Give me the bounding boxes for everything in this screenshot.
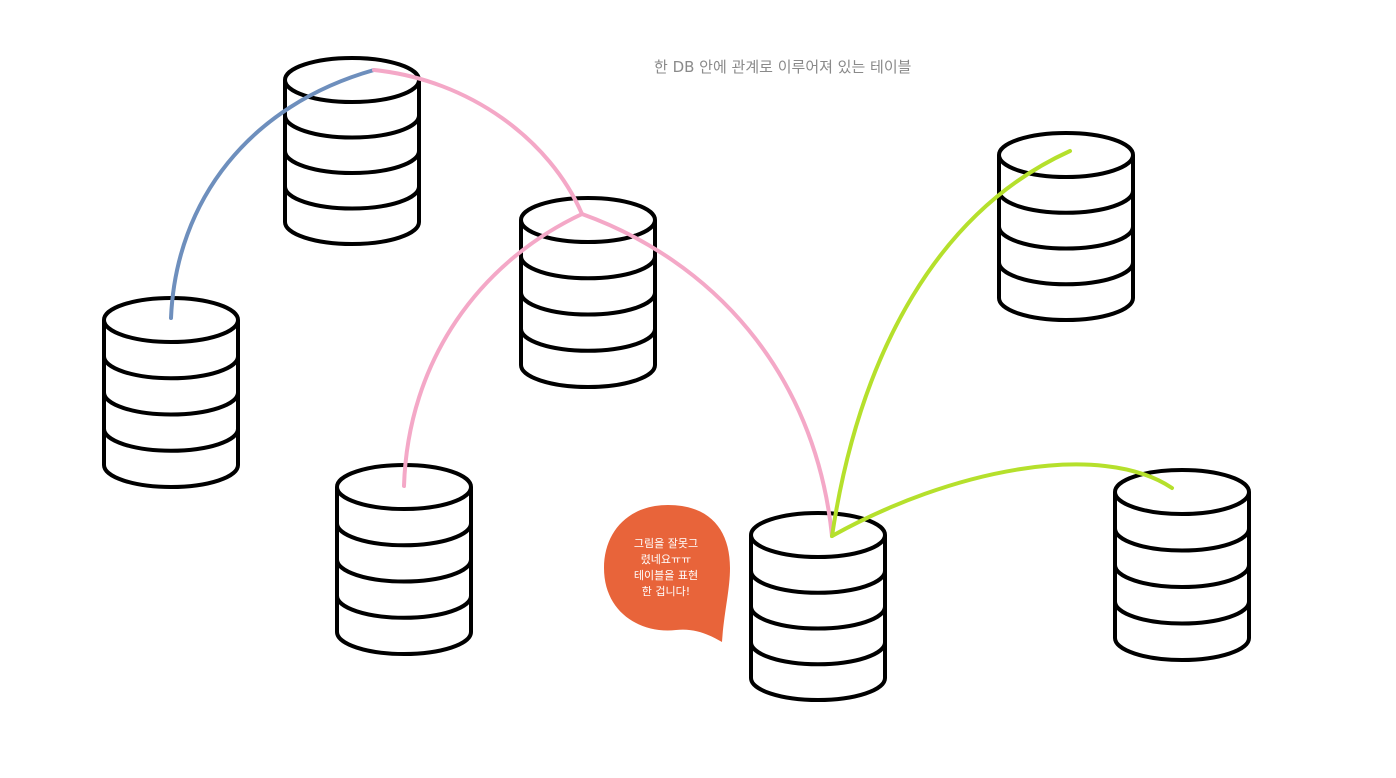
link-blue	[169, 68, 376, 320]
database-band	[749, 606, 887, 631]
database-body	[997, 155, 1135, 322]
link-pink-3	[580, 212, 834, 538]
link-green-2	[830, 462, 1174, 538]
db-left-icon	[102, 296, 240, 489]
database-band	[283, 186, 421, 211]
link-green-1	[830, 149, 1072, 538]
database-band	[283, 115, 421, 140]
database-band	[1113, 564, 1251, 589]
database-band	[1113, 528, 1251, 553]
database-band	[749, 642, 887, 667]
db-top-left-icon	[283, 56, 421, 246]
database-band	[519, 256, 657, 281]
database-body	[102, 320, 240, 489]
speech-bubble	[604, 505, 730, 642]
database-band	[749, 570, 887, 595]
speech-bubble-text: 그림을 잘못그 렸네요ㅠㅠ 테이블을 표현 한 겁니다!	[612, 536, 720, 600]
database-band	[997, 226, 1135, 251]
diagram-caption: 한 DB 안에 관계로 이루어져 있는 테이블	[654, 58, 912, 76]
link-pink-2	[402, 212, 584, 488]
database-band	[1113, 601, 1251, 626]
database-band	[335, 523, 473, 548]
database-band	[335, 559, 473, 584]
speech-bubble-line: 렸네요ㅠㅠ	[640, 553, 692, 566]
database-body	[519, 220, 657, 389]
database-body	[283, 80, 421, 246]
db-bottom-right-icon	[1113, 468, 1251, 662]
database-body	[1113, 492, 1251, 662]
database-band	[519, 328, 657, 353]
speech-bubble-line: 테이블을 표현	[633, 569, 699, 582]
db-top-right-icon	[997, 131, 1135, 322]
database-top	[283, 56, 421, 104]
database-band	[102, 428, 240, 453]
database-band	[102, 356, 240, 381]
db-bottom-center-icon	[749, 511, 887, 702]
link-layer	[169, 68, 1174, 538]
database-band	[519, 292, 657, 317]
db-bottom-left-icon	[335, 463, 473, 656]
database-top	[1113, 468, 1251, 516]
database-band	[283, 150, 421, 175]
database-band	[102, 392, 240, 417]
link-pink-1	[372, 68, 584, 216]
database-body	[749, 535, 887, 702]
db-center-icon	[519, 196, 657, 389]
speech-bubble-line: 한 겁니다!	[641, 585, 691, 598]
speech-bubble-line: 그림을 잘못그	[633, 537, 699, 550]
database-body	[335, 487, 473, 656]
database-band	[997, 190, 1135, 215]
database-band	[997, 262, 1135, 287]
database-band	[335, 595, 473, 620]
